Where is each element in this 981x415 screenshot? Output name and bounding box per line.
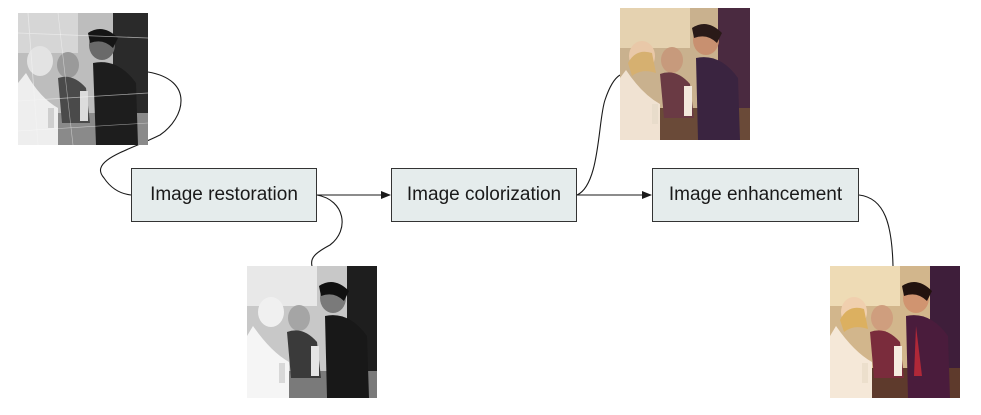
restored-photo [247,266,377,398]
stage-image-colorization: Image colorization [391,168,577,222]
stage-image-enhancement: Image enhancement [652,168,859,222]
stage-label: Image enhancement [668,184,843,205]
connector-colorization-to-colorized [576,74,621,196]
stage-label: Image colorization [406,184,562,205]
stage-label: Image restoration [150,184,298,205]
stage-image-restoration: Image restoration [131,168,317,222]
enhanced-photo [830,266,960,398]
colorized-photo [620,8,750,140]
input-photo [18,13,148,145]
connector-enhancement-to-enhanced [858,194,894,267]
